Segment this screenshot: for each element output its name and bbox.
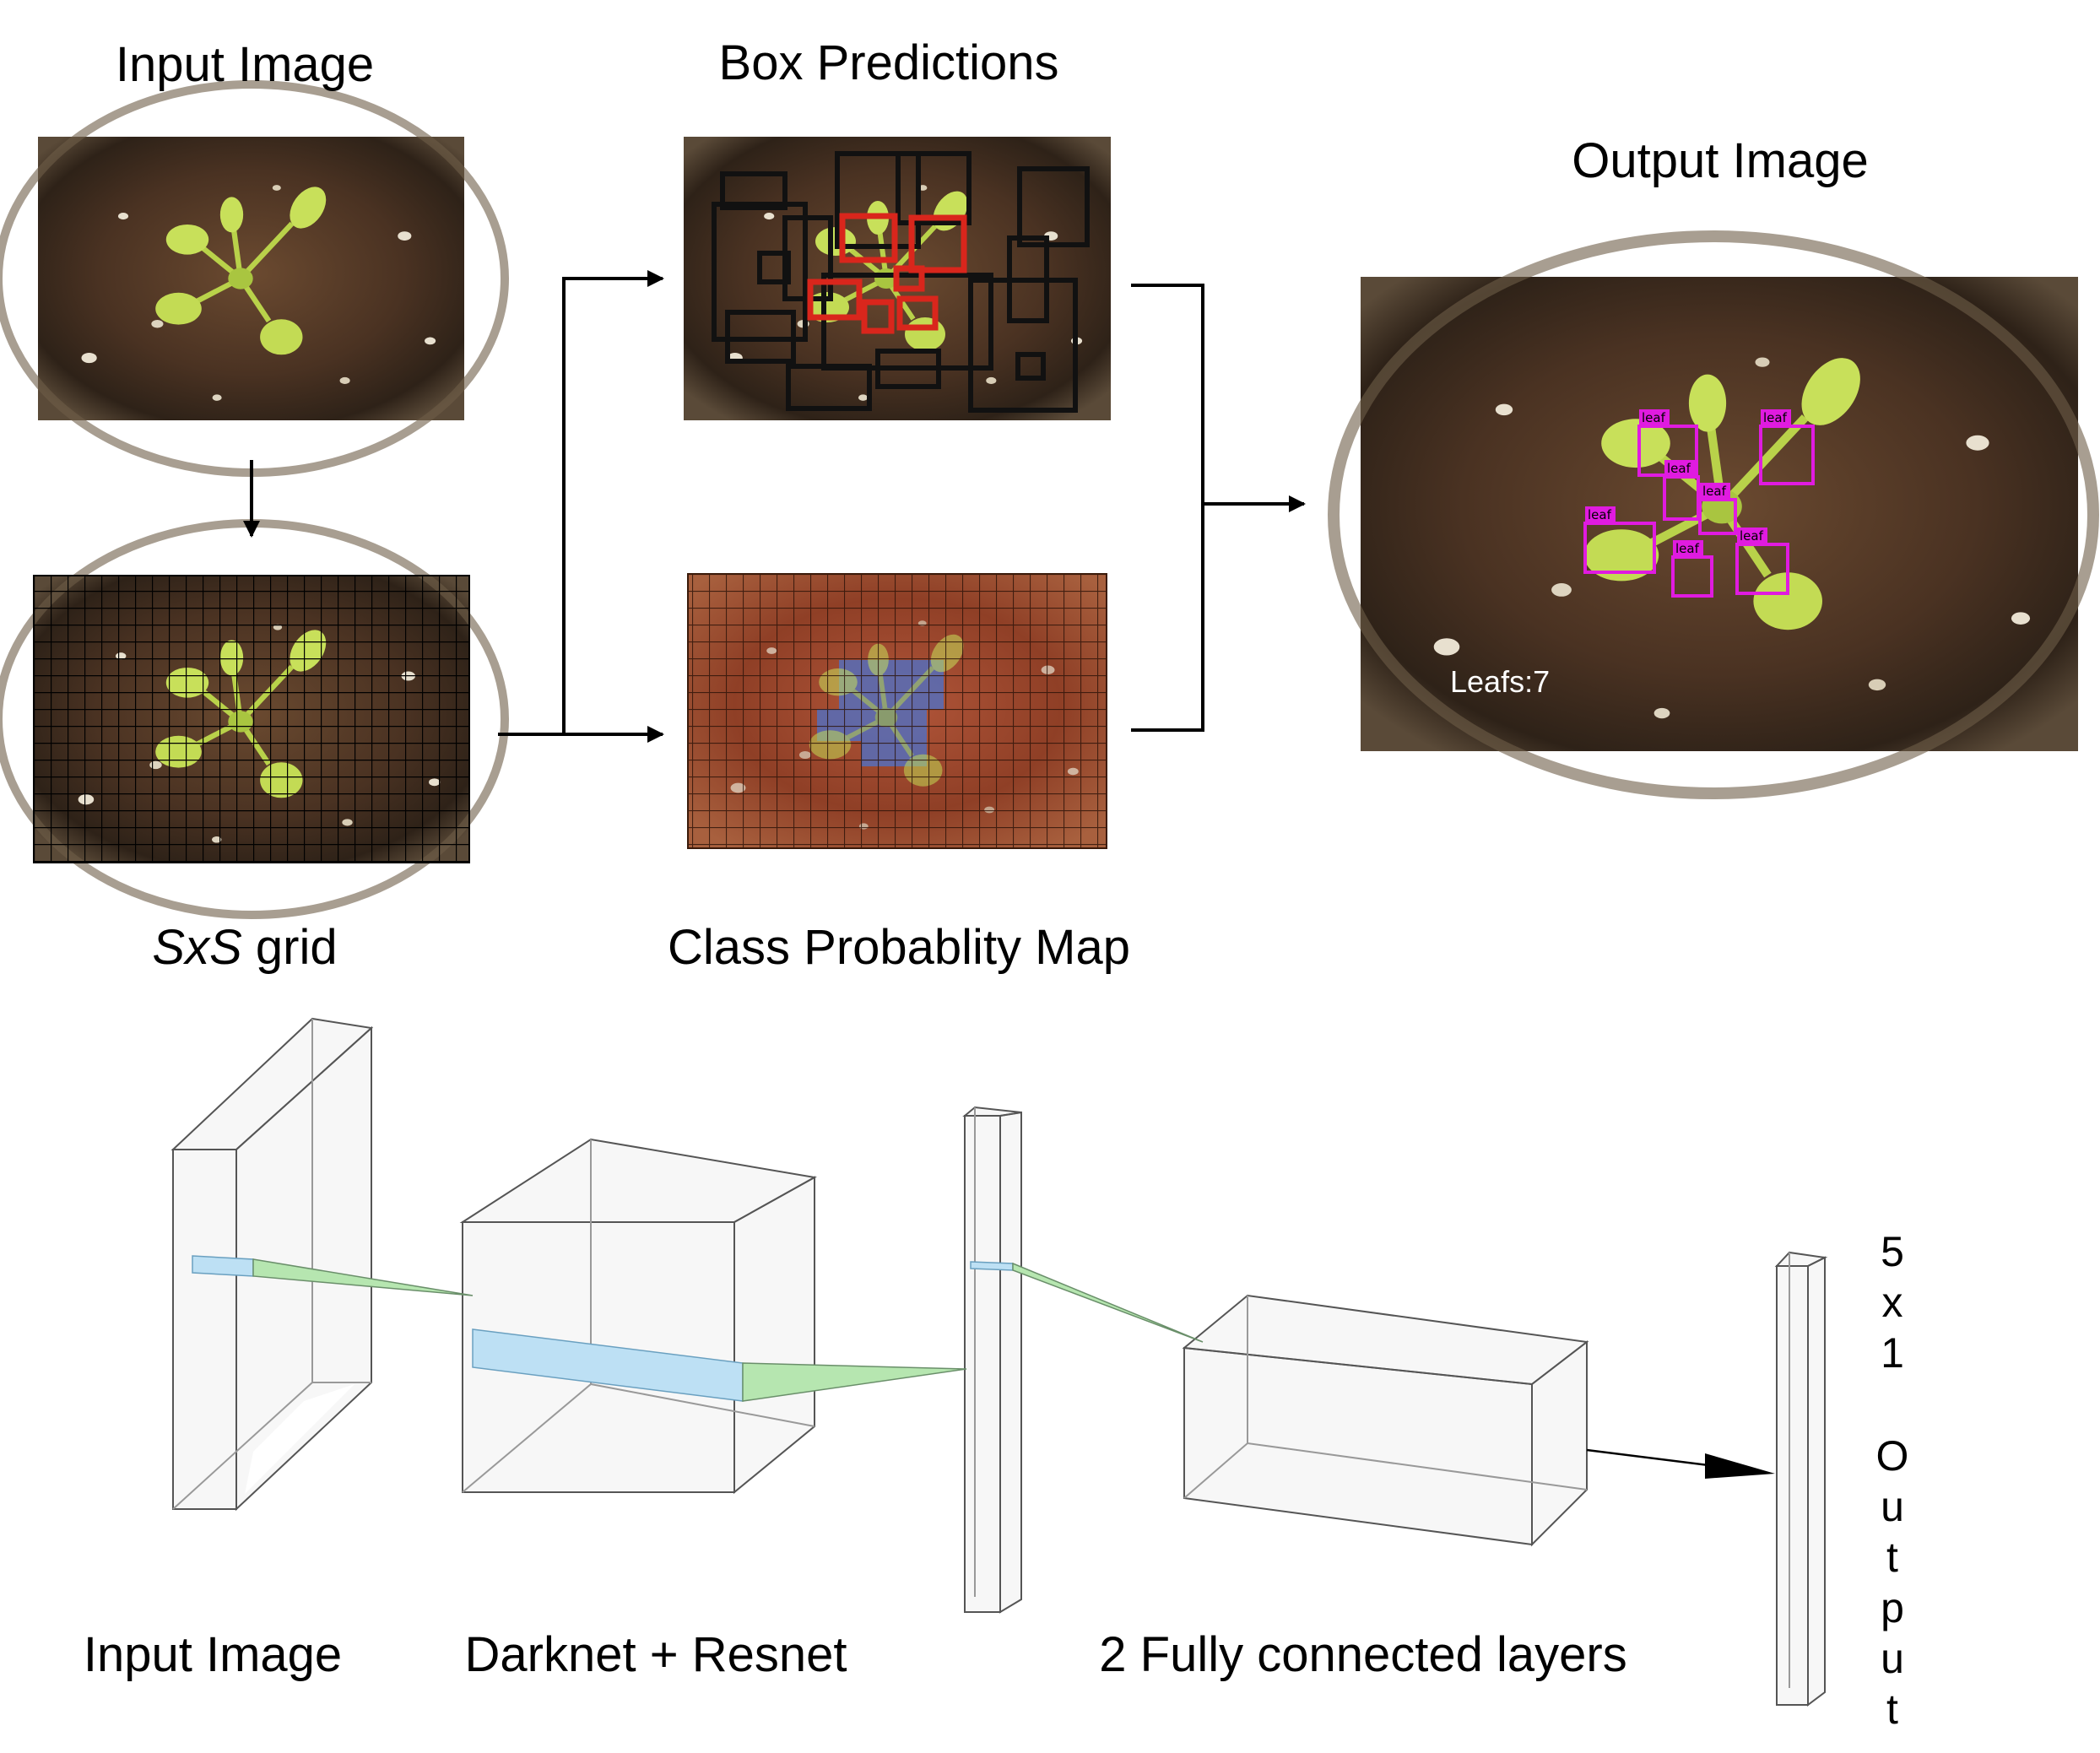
arrow-to-box-predictions: [562, 270, 664, 734]
red-boxes: [807, 213, 967, 334]
darknet-block: [459, 1138, 817, 1495]
leaf-box: [1583, 522, 1656, 574]
leaf-tag-bg: [1673, 540, 1703, 557]
leaf-tag-text: leaf: [1763, 410, 1788, 425]
output-label-char: x: [1881, 1279, 1903, 1326]
grid-label: SxS grid: [152, 923, 337, 972]
leaf-count-text: Leafs:7: [1450, 664, 1551, 699]
arrow-to-output-vector: [1586, 1448, 1775, 1479]
leaf-tag-text: leaf: [1667, 461, 1691, 476]
darknet-resnet-label: Darknet + Resnet: [464, 1627, 847, 1682]
output-label-char: 5: [1881, 1228, 1904, 1275]
input-image-title: Input Image: [115, 37, 375, 92]
output-label-char: t: [1886, 1685, 1898, 1733]
leaf-tag-bg: [1761, 409, 1791, 426]
class-probability-title: Class Probablity Map: [668, 920, 1130, 975]
output-photo: leaf leaf leaf leaf leaf leaf leaf: [1328, 230, 2099, 799]
output-vector-block: [1774, 1251, 1828, 1707]
grid-photo: [0, 519, 509, 919]
output-label-char: u: [1881, 1635, 1904, 1682]
output-label-char: u: [1881, 1483, 1904, 1530]
box-predictions-title: Box Predictions: [718, 35, 1059, 90]
output-image-title: Output Image: [1572, 133, 1869, 188]
bottom-input-label: Input Image: [83, 1627, 343, 1682]
grid-label-italic: SxS: [152, 920, 242, 975]
output-label-char: p: [1881, 1584, 1904, 1631]
merge-bracket: [1131, 284, 1204, 732]
fully-connected-label: 2 Fully connected layers: [1099, 1627, 1627, 1682]
leaf-tag-bg: [1639, 409, 1670, 426]
output-label-char: t: [1886, 1534, 1898, 1581]
flow-connectors: [243, 270, 1306, 743]
leaf-tag-text: leaf: [1588, 507, 1612, 522]
sxs-grid-overlay: [34, 576, 469, 863]
grid-label-rest: grid: [241, 920, 338, 975]
input-photo: [0, 80, 509, 477]
feature-vector-block: [962, 1106, 1022, 1614]
leaf-tag-text: leaf: [1675, 541, 1700, 556]
leaf-tag-bg: [1664, 460, 1695, 477]
box-predictions-photo: [684, 137, 1111, 420]
output-label-char: O: [1875, 1432, 1909, 1480]
leaf-tag-bg: [1700, 483, 1730, 500]
candidate-boxes: [712, 151, 1090, 413]
leaf-tag-text: leaf: [1740, 528, 1764, 544]
leaf-tag-text: leaf: [1642, 410, 1666, 425]
leaf-tag-text: leaf: [1702, 484, 1727, 499]
output-label-char: 1: [1881, 1329, 1904, 1377]
leaf-tag-bg: [1737, 528, 1767, 544]
detected-leaf-boxes: leaf leaf leaf leaf leaf leaf leaf: [1583, 409, 1815, 598]
fc-layers-block: [1182, 1294, 1589, 1547]
leaf-tag-bg: [1585, 506, 1616, 523]
receptive-fields: [192, 1255, 1204, 1402]
network-diagram: [170, 1017, 1828, 1707]
class-probability-photo: [687, 573, 1107, 849]
